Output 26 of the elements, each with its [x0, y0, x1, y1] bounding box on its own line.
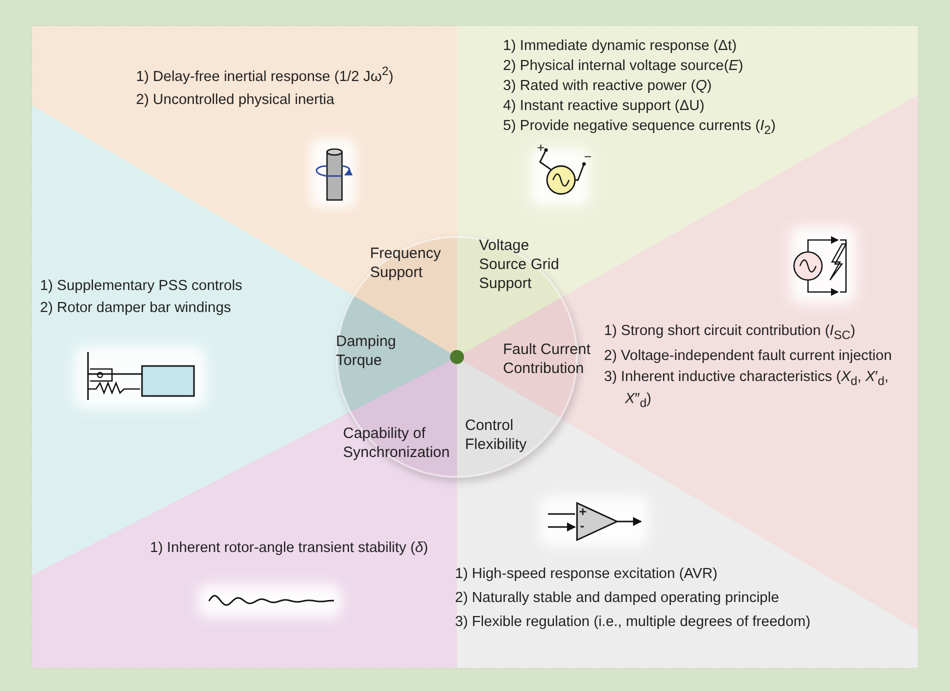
- list-item: 1) Strong short circuit contribution (I$_{SC}$): [604, 322, 856, 344]
- list-item: 2) Uncontrolled physical inertia: [136, 90, 336, 109]
- list-item: 2) Voltage-independent fault current injection: [604, 346, 893, 365]
- list-item: 1) Supplementary PSS controls: [40, 277, 244, 295]
- list-item: 5) Provide negative sequence currents (I$_{2}$): [503, 117, 777, 139]
- list-item: 3) Flexible regulation (i.e., multiple degrees of freedom): [455, 613, 812, 631]
- list-item: 2) Naturally stable and damped operating principle: [455, 589, 780, 607]
- polarity-sign: -: [580, 519, 584, 532]
- sector-heading: Damping Torque: [336, 332, 398, 370]
- list-item: 3) Rated with reactive power (Q): [503, 77, 713, 95]
- sector-heading: Fault Current Contribution: [503, 340, 592, 378]
- sector-heading: Control Flexibility: [465, 416, 528, 454]
- list-item: 2) Physical internal voltage source(E): [503, 57, 744, 75]
- list-item: 3) Inherent inductive characteristics (X$_{d}$, X′$_{d}$, X″$_{d}$): [604, 368, 890, 412]
- sector-heading: Voltage Source Grid Support: [479, 236, 560, 293]
- list-item: 1) Immediate dynamic response (Δt): [503, 37, 738, 55]
- list-item: 2) Rotor damper bar windings: [40, 299, 232, 317]
- sector-heading: Capability of Synchronization: [343, 424, 451, 462]
- polarity-sign: +: [537, 141, 545, 154]
- list-item: 1) High-speed response excitation (AVR): [455, 565, 718, 583]
- list-item: 1) Inherent rotor-angle transient stability (δ): [150, 539, 430, 557]
- list-item: 4) Instant reactive support (ΔU): [503, 97, 706, 115]
- polarity-sign: −: [584, 150, 592, 163]
- list-item: 1) Delay-free inertial response (1/2 Jω$^{2}$): [136, 63, 394, 86]
- sector-heading: Frequency Support: [370, 244, 442, 282]
- polarity-sign: +: [579, 505, 587, 518]
